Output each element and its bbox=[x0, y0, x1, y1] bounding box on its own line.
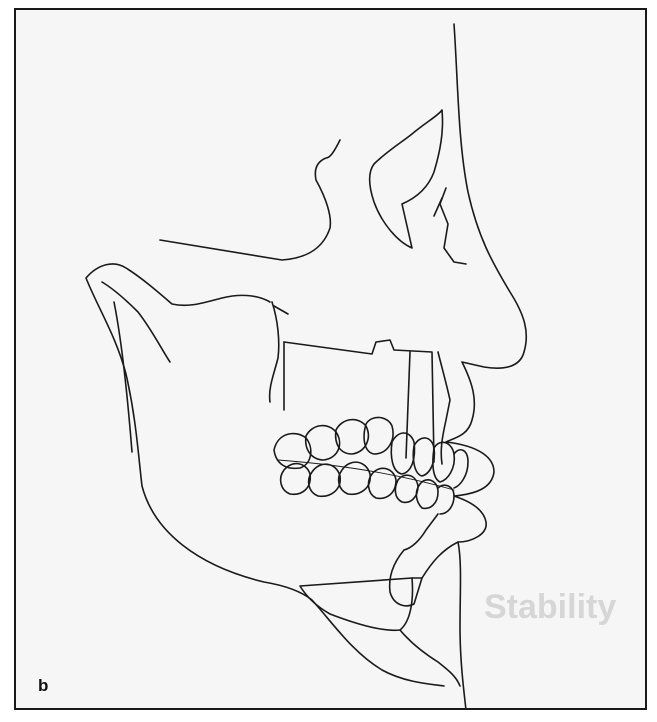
genioplasty-wedge bbox=[300, 578, 413, 630]
soft-tissue-profile bbox=[446, 24, 526, 710]
pterygomaxillary-fissure bbox=[270, 302, 279, 402]
gonial-angle bbox=[114, 302, 132, 452]
cranial-base-line bbox=[160, 140, 340, 260]
maxilla-anterior bbox=[438, 352, 450, 464]
tuberosity-line bbox=[274, 306, 288, 314]
chin-soft-tissue bbox=[422, 542, 458, 578]
nasal-bone bbox=[440, 188, 466, 264]
segment-divider bbox=[406, 352, 410, 458]
inferior-border bbox=[400, 630, 460, 686]
lower-incisor bbox=[404, 514, 438, 550]
figure-label: b bbox=[38, 676, 48, 696]
occlusal-plane bbox=[278, 460, 454, 490]
figure-panel: Stability bbox=[14, 8, 647, 710]
cephalometric-tracing bbox=[16, 10, 647, 710]
orbit-outline bbox=[370, 110, 443, 248]
lower-dentition bbox=[281, 462, 454, 514]
